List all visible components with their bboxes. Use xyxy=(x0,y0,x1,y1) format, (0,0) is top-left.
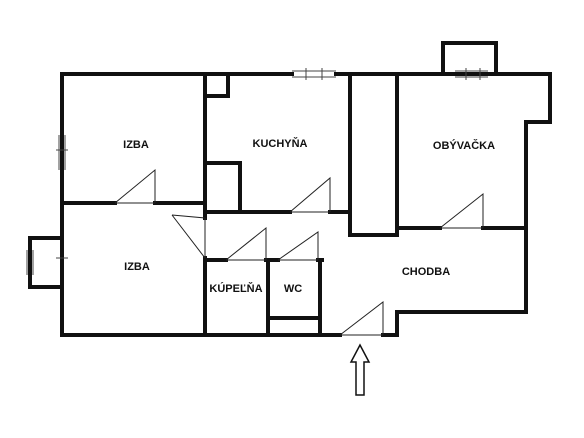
windows xyxy=(26,68,488,275)
room-label-obyvacka: OBÝVAČKA xyxy=(433,139,495,152)
interior-walls xyxy=(60,72,528,337)
room-label-chodba: CHODBA xyxy=(402,266,450,278)
doors xyxy=(114,168,484,336)
room-label-izba-top: IZBA xyxy=(123,139,149,151)
room-label-izba-bottom: IZBA xyxy=(124,261,150,273)
room-label-kuchyna: KUCHYŇA xyxy=(253,137,308,150)
room-label-wc: WC xyxy=(284,283,302,295)
room-label-kupelna: KÚPEĽŇA xyxy=(209,282,262,295)
up-arrow-icon xyxy=(349,343,371,396)
outer-walls xyxy=(28,41,552,337)
